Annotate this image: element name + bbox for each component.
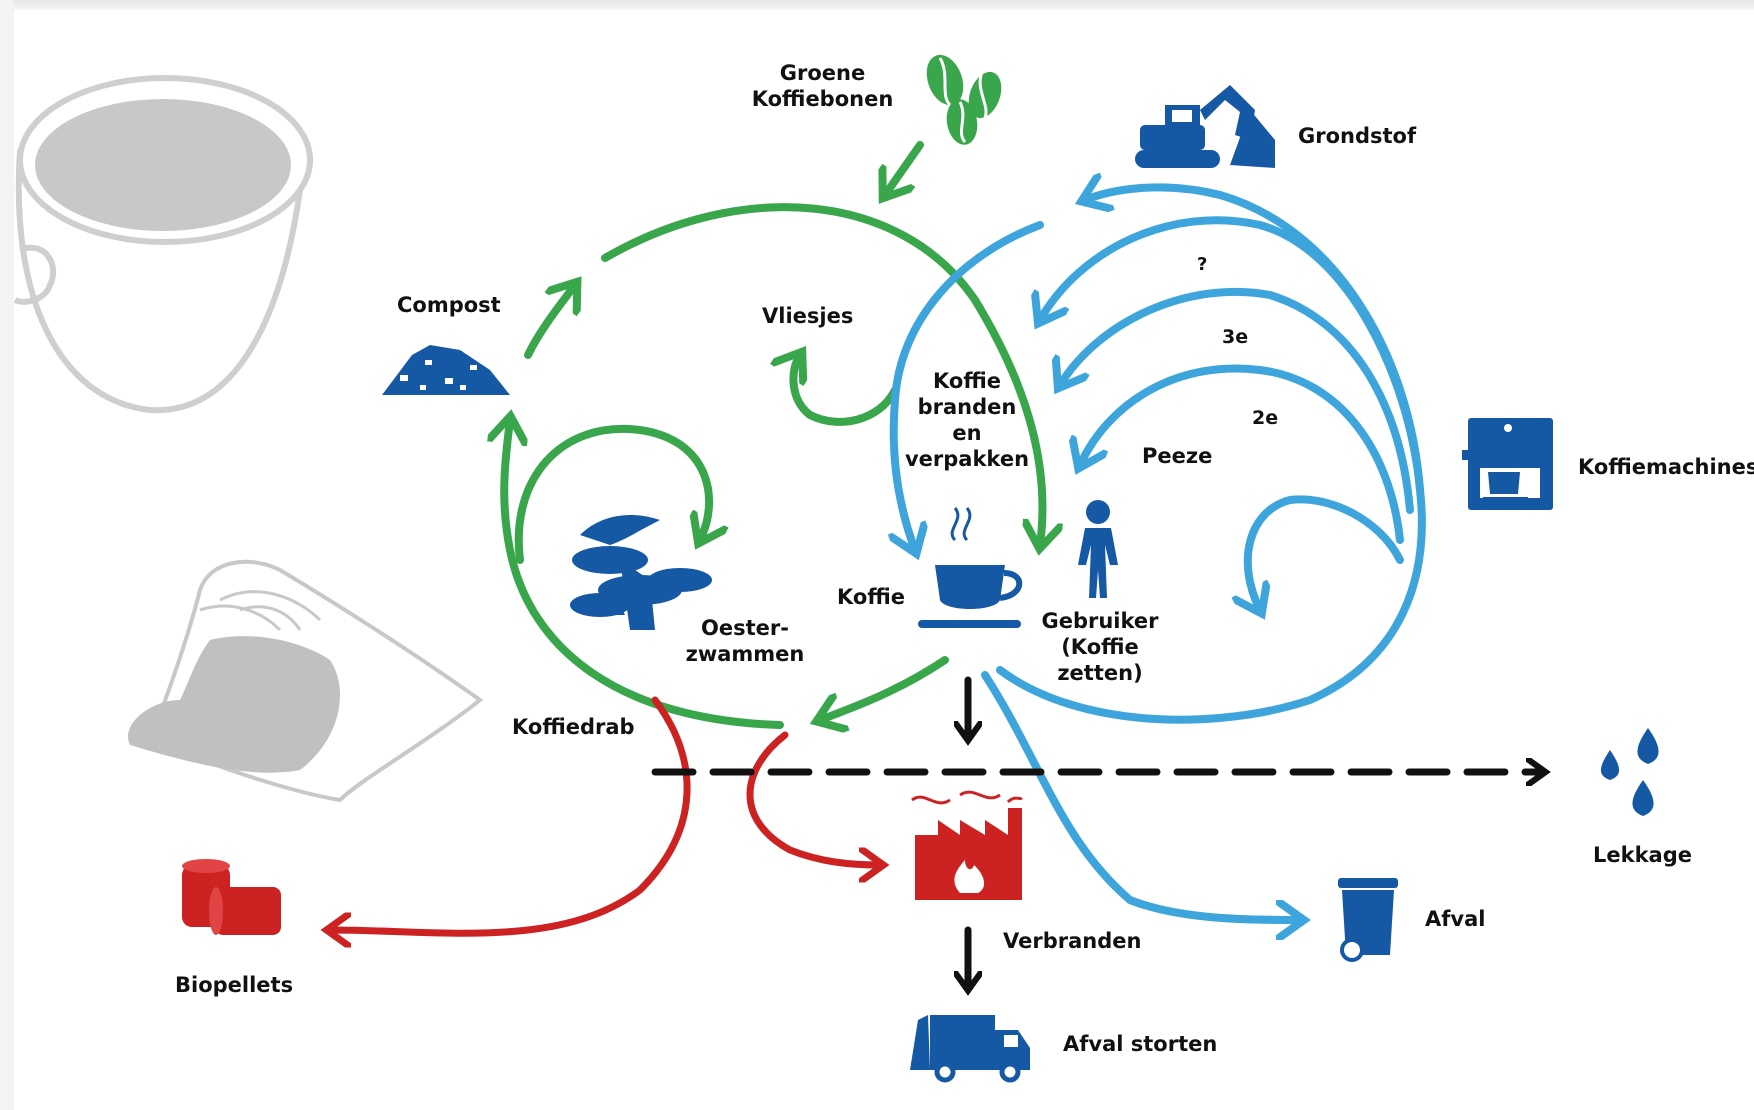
coffee-bag-illustration: [128, 559, 484, 803]
pellets-icon: [182, 859, 281, 935]
label-koffiemachines: Koffiemachines: [1578, 455, 1754, 479]
top-bar: [0, 0, 1754, 10]
blue-question-loop: [1040, 216, 1424, 494]
excavator-icon: [1135, 85, 1275, 168]
green-compost-up: [524, 285, 575, 359]
label-oesterzwammen: Oester- zwammen: [685, 616, 805, 666]
label-afval-storten: Afval storten: [1063, 1032, 1218, 1056]
green-arc-to-compost: [504, 420, 784, 729]
green-beans-arrow: [885, 141, 924, 195]
green-oester-loop: [514, 424, 709, 564]
label-groene-koffiebonen: Groene Koffiebonen: [751, 61, 894, 111]
label-question: ?: [1197, 254, 1208, 275]
label-vliesjes: Vliesjes: [762, 304, 854, 328]
coffee-machine-icon: [1462, 418, 1553, 510]
blue-cycle: [894, 187, 1426, 920]
green-to-koffiedrab: [820, 656, 949, 720]
factory-fire-icon: [911, 790, 1024, 900]
label-lekkage: Lekkage: [1593, 843, 1693, 867]
coffee-cup-icon: [918, 507, 1023, 628]
coffee-cup-illustration: [13, 75, 313, 414]
green-vliesjes: [793, 355, 899, 426]
red-to-biopellets: [330, 696, 691, 933]
label-koffie: Koffie: [837, 585, 905, 609]
trash-bin-icon: [1338, 878, 1398, 962]
blue-to-afval: [981, 671, 1300, 920]
blue-third-loop: [1060, 287, 1414, 514]
black-arrows: [651, 676, 1540, 985]
label-compost: Compost: [397, 293, 501, 317]
red-arrows: [330, 696, 880, 933]
label-koffie-branden: Koffie branden en verpakken: [904, 369, 1030, 471]
label-biopellets: Biopellets: [175, 973, 294, 997]
blue-machine-loop: [1248, 495, 1404, 610]
blue-big-loop: [996, 187, 1426, 724]
label-afval: Afval: [1425, 907, 1486, 931]
label-second: 2e: [1252, 407, 1279, 429]
person-icon: [1078, 500, 1118, 598]
water-drops-icon: [1600, 728, 1659, 816]
oyster-mushroom-icon: [570, 515, 712, 630]
red-to-factory: [746, 731, 880, 865]
truck-icon: [910, 1015, 1030, 1083]
label-koffiedrab: Koffiedrab: [512, 715, 635, 739]
label-verbranden: Verbranden: [1003, 929, 1142, 953]
compost-pile-icon: [382, 345, 510, 395]
label-peeze: Peeze: [1142, 444, 1213, 468]
label-third: 3e: [1222, 326, 1249, 348]
left-edge: [0, 0, 14, 1110]
label-gebruiker: Gebruiker (Koffie zetten): [1041, 609, 1159, 685]
blue-second-loop: [1080, 364, 1404, 544]
coffee-beans-icon: [926, 54, 1002, 145]
blue-roast-arrow: [894, 221, 1044, 550]
label-grondstof: Grondstof: [1298, 124, 1417, 148]
